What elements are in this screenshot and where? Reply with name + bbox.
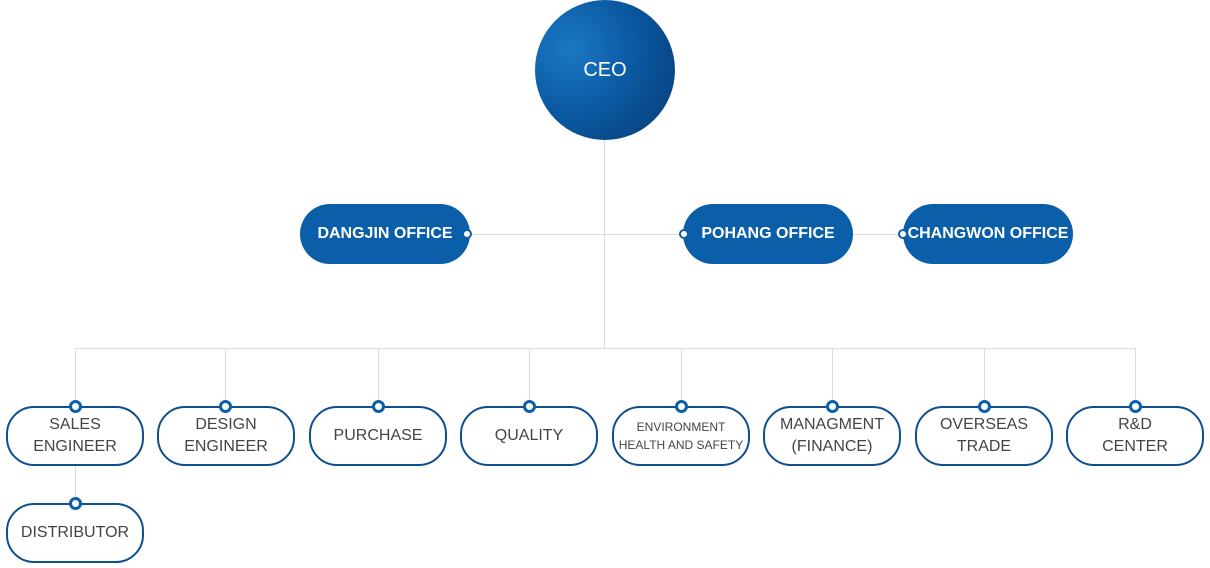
dept-label: OVERSEAS TRADE (939, 416, 1029, 455)
ceo-label: CEO (583, 58, 627, 81)
department-drop-line (1135, 348, 1136, 406)
distributor-drop-line (75, 464, 76, 504)
connector-dot (372, 400, 385, 413)
dept-rnd-center: R&D CENTER (1066, 406, 1204, 466)
office-dangjin: DANGJIN OFFICE (300, 204, 470, 264)
connector-dot (679, 229, 689, 239)
sub-unit-label: DISTRIBUTOR (20, 524, 130, 541)
department-drop-line (225, 348, 226, 406)
connector-dot (675, 400, 688, 413)
connector-dot (219, 400, 232, 413)
dept-label: QUALITY (494, 427, 564, 444)
office-label: CHANGWON OFFICE (907, 225, 1069, 242)
dept-label: ENVIRONMENT HEALTH AND SAFETY (618, 420, 744, 452)
connector-dot (69, 400, 82, 413)
connector-dot (826, 400, 839, 413)
dept-label: MANAGMENT (FINANCE) (780, 416, 884, 455)
department-drop-line (378, 348, 379, 406)
sub-unit-distributor: DISTRIBUTOR (6, 503, 144, 563)
dept-sales-engineer: SALES ENGINEER (6, 406, 144, 466)
office-label: POHANG OFFICE (701, 225, 835, 242)
connector-dot (1129, 400, 1142, 413)
dept-design-engineer: DESIGN ENGINEER (157, 406, 295, 466)
department-drop-line (984, 348, 985, 406)
department-drop-line (832, 348, 833, 406)
office-changwon: CHANGWON OFFICE (903, 204, 1073, 264)
department-drop-line (75, 348, 76, 406)
department-drop-line (529, 348, 530, 406)
office-pohang: POHANG OFFICE (683, 204, 853, 264)
dept-environment-health-safety: ENVIRONMENT HEALTH AND SAFETY (612, 406, 750, 466)
dept-label: DESIGN ENGINEER (184, 416, 268, 455)
dept-label: PURCHASE (333, 427, 423, 444)
department-bus-line (75, 348, 1136, 349)
office-label: DANGJIN OFFICE (317, 225, 453, 242)
dept-quality: QUALITY (460, 406, 598, 466)
connector-dot (69, 497, 82, 510)
connector-dot (462, 229, 472, 239)
dept-management-finance: MANAGMENT (FINANCE) (763, 406, 901, 466)
department-drop-line (681, 348, 682, 406)
ceo-trunk-line (604, 140, 605, 348)
connector-dot (978, 400, 991, 413)
ceo-node: CEO (535, 0, 675, 140)
dept-purchase: PURCHASE (309, 406, 447, 466)
connector-dot (523, 400, 536, 413)
dept-overseas-trade: OVERSEAS TRADE (915, 406, 1053, 466)
dept-label: SALES ENGINEER (33, 416, 117, 455)
connector-dot (898, 229, 908, 239)
dept-label: R&D CENTER (1102, 416, 1168, 455)
